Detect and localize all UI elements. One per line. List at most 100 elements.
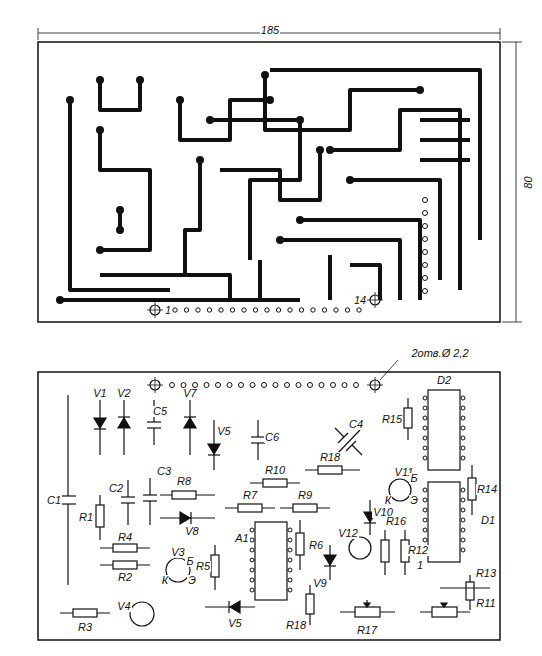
pad-hole bbox=[288, 578, 292, 582]
pad-hole bbox=[461, 396, 465, 400]
pad-hole bbox=[345, 308, 349, 312]
pad-hole bbox=[423, 426, 427, 430]
pad-hole bbox=[285, 383, 290, 388]
pad-hole bbox=[423, 237, 428, 242]
part-label: 1 bbox=[164, 305, 172, 316]
pad-hole bbox=[288, 548, 292, 552]
part-label: V9 bbox=[312, 578, 327, 589]
pad-hole bbox=[461, 426, 465, 430]
part-label: V7 bbox=[182, 388, 197, 399]
pad-hole bbox=[250, 383, 255, 388]
part-label: К bbox=[161, 575, 169, 586]
pad-hole bbox=[461, 508, 465, 512]
pad-hole bbox=[461, 406, 465, 410]
pad-hole bbox=[196, 308, 200, 312]
part-label: V1 bbox=[92, 388, 107, 399]
pad-hole bbox=[357, 308, 361, 312]
part-label: R11 bbox=[475, 598, 496, 609]
part-label: R12 bbox=[407, 545, 429, 556]
pad-hole bbox=[239, 383, 244, 388]
part-label: R7 bbox=[242, 490, 258, 501]
pad-hole bbox=[173, 308, 177, 312]
part-label: V5 bbox=[227, 618, 242, 629]
pad-hole bbox=[242, 308, 246, 312]
pad-hole bbox=[322, 308, 326, 312]
pad-hole bbox=[423, 250, 428, 255]
pad-hole bbox=[423, 528, 427, 532]
part-label: 1 bbox=[416, 560, 424, 571]
part-label: R2 bbox=[117, 572, 133, 583]
part-label: К bbox=[384, 495, 392, 506]
pad-hole bbox=[423, 396, 427, 400]
pad-hole bbox=[184, 308, 188, 312]
part-label: 14 bbox=[353, 295, 367, 306]
pad-hole bbox=[276, 308, 280, 312]
pad-hole bbox=[288, 568, 292, 572]
pad-hole bbox=[230, 308, 234, 312]
pad-hole bbox=[170, 383, 175, 388]
pad-hole bbox=[288, 528, 292, 532]
part-label: R14 bbox=[476, 484, 498, 495]
part-label: C2 bbox=[108, 483, 124, 494]
pad-hole bbox=[354, 383, 359, 388]
part-label: V2 bbox=[116, 388, 131, 399]
pad-hole bbox=[461, 456, 465, 460]
part-label: R18 bbox=[319, 452, 341, 463]
pad-hole bbox=[250, 528, 254, 532]
part-label: V12 bbox=[337, 528, 359, 539]
part-label: V3 bbox=[170, 547, 185, 558]
pad-hole bbox=[461, 436, 465, 440]
pad-hole bbox=[423, 446, 427, 450]
part-label: C1 bbox=[46, 495, 62, 506]
part-label: R1 bbox=[78, 512, 94, 523]
part-label: Э bbox=[409, 495, 419, 506]
pad-hole bbox=[331, 383, 336, 388]
part-label: V5 bbox=[216, 426, 231, 437]
pad-hole bbox=[423, 406, 427, 410]
pad-hole bbox=[288, 558, 292, 562]
pad-hole bbox=[219, 308, 223, 312]
pad-hole bbox=[423, 276, 428, 281]
pad-hole bbox=[299, 308, 303, 312]
pad-hole bbox=[288, 308, 292, 312]
part-label: R17 bbox=[356, 625, 378, 636]
pad-hole bbox=[423, 224, 428, 229]
part-label: C4 bbox=[348, 419, 364, 430]
part-label: C3 bbox=[156, 466, 172, 477]
part-label: A1 bbox=[234, 533, 249, 544]
pad-hole bbox=[461, 528, 465, 532]
pad-hole bbox=[423, 211, 428, 216]
part-label: V4 bbox=[116, 601, 131, 612]
pad-hole bbox=[461, 416, 465, 420]
part-label: Б bbox=[409, 473, 418, 484]
part-label: R3 bbox=[77, 622, 93, 633]
pad-hole bbox=[319, 383, 324, 388]
pad-hole bbox=[461, 538, 465, 542]
pad-hole bbox=[423, 436, 427, 440]
pad-hole bbox=[296, 383, 301, 388]
part-label: R15 bbox=[381, 414, 403, 425]
dimension-label: 80 bbox=[523, 175, 534, 189]
part-label: D2 bbox=[436, 375, 452, 386]
pad-hole bbox=[334, 308, 338, 312]
pad-hole bbox=[423, 508, 427, 512]
pad-hole bbox=[262, 383, 267, 388]
pad-hole bbox=[250, 558, 254, 562]
part-label: Э bbox=[187, 575, 197, 586]
pad-hole bbox=[461, 446, 465, 450]
part-label: R6 bbox=[308, 540, 324, 551]
pad-hole bbox=[288, 588, 292, 592]
pad-hole bbox=[311, 308, 315, 312]
pad-hole bbox=[250, 538, 254, 542]
part-label: R5 bbox=[195, 561, 211, 572]
part-label: Б bbox=[185, 556, 194, 567]
pad-hole bbox=[423, 498, 427, 502]
part-label: C6 bbox=[264, 432, 280, 443]
pad-hole bbox=[207, 308, 211, 312]
pad-hole bbox=[250, 568, 254, 572]
pad-hole bbox=[423, 456, 427, 460]
pad-hole bbox=[423, 416, 427, 420]
pad-hole bbox=[342, 383, 347, 388]
part-label: V8 bbox=[184, 526, 199, 537]
